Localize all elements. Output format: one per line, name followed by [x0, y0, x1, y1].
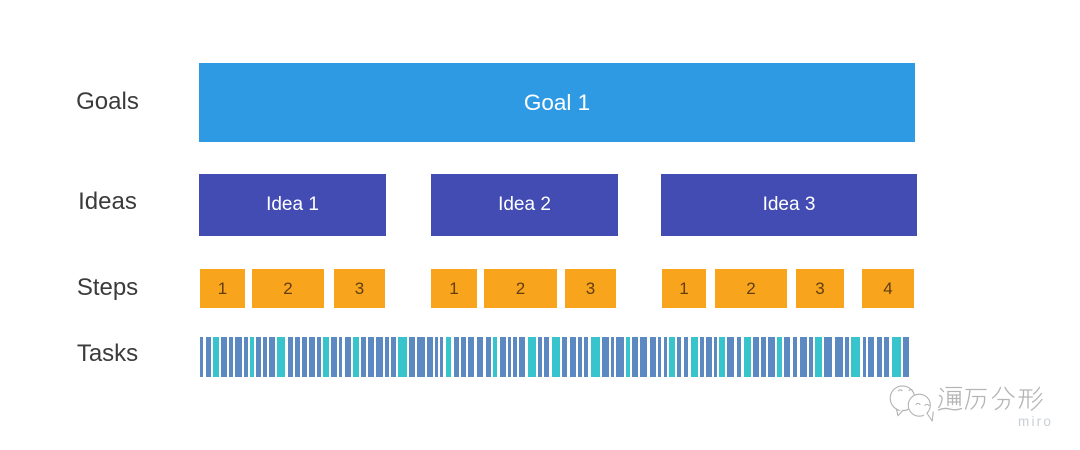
- svg-text:miro: miro: [1018, 414, 1053, 429]
